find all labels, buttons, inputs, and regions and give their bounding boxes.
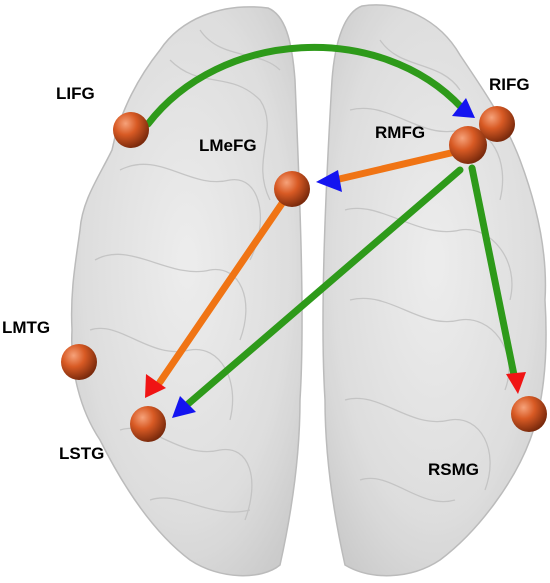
arrowhead-lifg-rmfg bbox=[452, 98, 475, 118]
connections bbox=[144, 43, 526, 418]
label-lstg: LSTG bbox=[59, 444, 104, 463]
edge-lmefg-lstg bbox=[156, 198, 287, 386]
node-lmefg bbox=[274, 171, 310, 207]
arrowhead-rmfg-lstg bbox=[172, 396, 196, 418]
edge-rmfg-rsmg bbox=[468, 164, 518, 379]
left-hemisphere bbox=[70, 6, 303, 577]
node-rmfg bbox=[449, 126, 487, 164]
nodes bbox=[61, 106, 547, 442]
edge-rmfg-lmefg bbox=[331, 148, 459, 184]
label-lmtg: LMTG bbox=[2, 318, 50, 337]
node-lstg bbox=[130, 406, 166, 442]
arrowhead-rmfg-lmefg bbox=[316, 170, 342, 192]
node-rifg bbox=[479, 106, 515, 142]
label-rifg: RIFG bbox=[489, 75, 530, 94]
arrowhead-rmfg-rsmg bbox=[506, 372, 526, 394]
arrowhead-lmefg-lstg bbox=[145, 374, 166, 398]
label-lifg: LIFG bbox=[56, 84, 95, 103]
edge-rmfg-lstg bbox=[184, 166, 464, 408]
node-lmtg bbox=[61, 344, 97, 380]
node-rsmg bbox=[511, 396, 547, 432]
edge-lifg-rmfg bbox=[144, 43, 466, 128]
label-rmfg: RMFG bbox=[375, 123, 425, 142]
label-rsmg: RSMG bbox=[428, 460, 479, 479]
node-lifg bbox=[113, 112, 149, 148]
labels: LIFG RIFG RMFG LMeFG LMTG LSTG RSMG bbox=[2, 75, 530, 479]
label-lmefg: LMeFG bbox=[199, 136, 257, 155]
